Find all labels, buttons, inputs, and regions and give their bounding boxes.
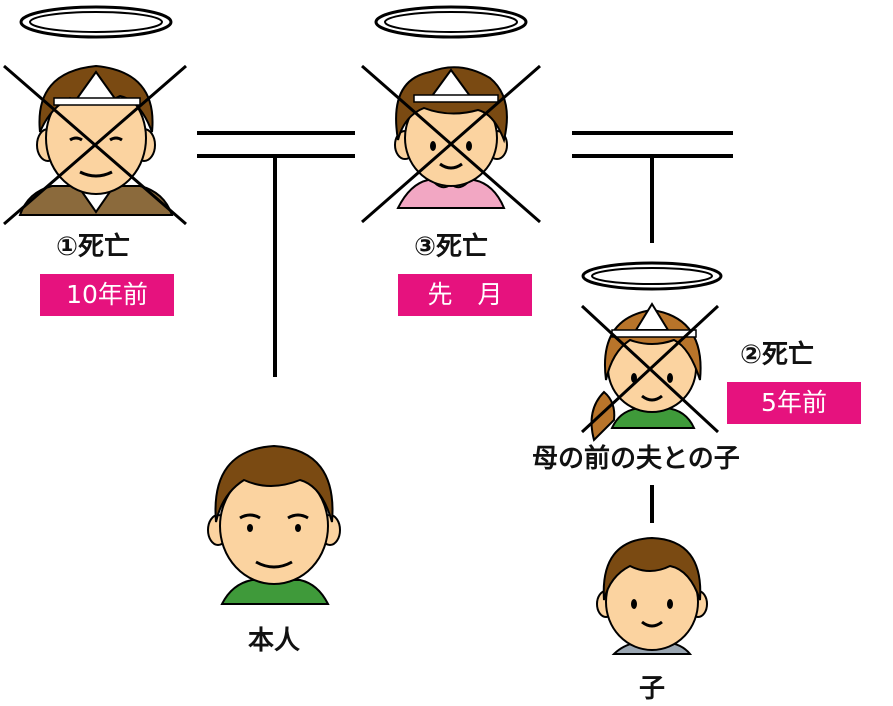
halo-icon xyxy=(374,5,528,39)
self-illustration xyxy=(207,444,341,605)
cross-mark-icon xyxy=(3,64,187,226)
half-sibling-illustration xyxy=(580,302,720,442)
cross-mark-icon xyxy=(580,304,720,434)
relation-lines xyxy=(197,131,733,523)
half-sibling-relation-label: 母の前の夫との子 xyxy=(532,444,740,474)
self-label: 本人 xyxy=(248,626,301,656)
triangle-hat-icon xyxy=(413,68,499,103)
halo-icon xyxy=(19,5,173,39)
triangle-hat-icon xyxy=(53,70,141,106)
half-sibling-death-time-badge: 5年前 xyxy=(727,382,861,424)
child-label: 子 xyxy=(639,674,666,704)
half-sibling-death-label: ②死亡 xyxy=(740,340,815,370)
mother-death-label: ③死亡 xyxy=(414,232,489,262)
father-illustration xyxy=(3,64,187,226)
father-death-time-badge: 10年前 xyxy=(40,274,174,316)
mother-death-time-badge: 先 月 xyxy=(398,274,532,316)
halo-icon xyxy=(581,261,723,291)
mother-illustration xyxy=(361,64,541,224)
child-illustration xyxy=(596,536,708,655)
cross-mark-icon xyxy=(361,64,541,224)
father-death-label: ①死亡 xyxy=(56,232,131,262)
